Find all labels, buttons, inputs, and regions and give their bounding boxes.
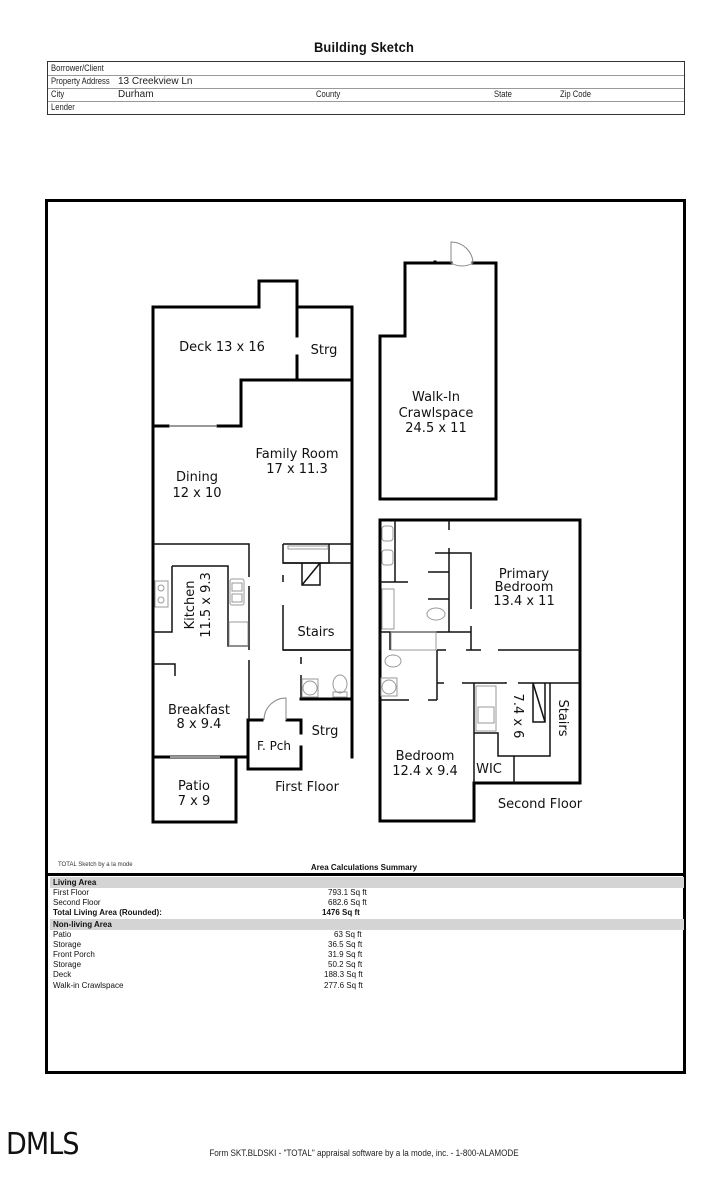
- area-summary-title: Area Calculations Summary: [310, 863, 418, 872]
- county-label: County: [316, 89, 341, 99]
- row-value: 36.5 Sq ft: [328, 939, 363, 949]
- table-row: Second Floor 682.6 Sq ft: [50, 898, 684, 908]
- crawlspace-dim: 24.5 x 11: [405, 421, 466, 436]
- total-label: Total Living Area (Rounded):: [53, 908, 162, 918]
- primary-bedroom-dim: 13.4 x 11: [493, 594, 554, 609]
- row-label: Patio: [53, 929, 72, 939]
- breakfast-dim: 8 x 9.4: [177, 717, 222, 732]
- crawlspace-name-2: Crawlspace: [399, 406, 474, 421]
- dining-dim: 12 x 10: [172, 486, 221, 501]
- kitchen-name: Kitchen: [183, 581, 198, 630]
- lender-label: Lender: [51, 102, 75, 112]
- table-row: Storage 36.5 Sq ft: [50, 940, 684, 950]
- total-value: 1476 Sq ft: [322, 908, 360, 918]
- table-row: Front Porch 31.9 Sq ft: [50, 950, 684, 960]
- borrower-label: Borrower/Client: [51, 63, 104, 73]
- row-label: Deck: [53, 970, 72, 980]
- crawlspace-name-1: Walk-In: [412, 390, 460, 405]
- family-room-dim: 17 x 11.3: [266, 462, 327, 477]
- area-summary-table: Living Area First Floor 793.1 Sq ft Seco…: [50, 877, 684, 991]
- row-value: 50.2 Sq ft: [328, 960, 363, 970]
- address-value: 13 Creekview Ln: [118, 76, 193, 87]
- stairs-second-label: Stairs: [555, 699, 570, 736]
- row-label: Walk-in Crawlspace: [53, 980, 124, 990]
- patio-name: Patio: [178, 779, 210, 794]
- deck-label: Deck 13 x 16: [179, 340, 265, 355]
- stairs-first-label: Stairs: [297, 625, 334, 640]
- zip-label: Zip Code: [560, 89, 592, 99]
- address-row: Property Address 13 Creekview Ln: [48, 75, 684, 89]
- front-porch-label: F. Pch: [257, 739, 291, 753]
- row-label: Storage: [53, 939, 82, 949]
- page-title: Building Sketch: [313, 39, 415, 55]
- first-floor-label: First Floor: [275, 780, 339, 795]
- row-value: 277.6 Sq ft: [324, 980, 363, 990]
- table-row: First Floor 793.1 Sq ft: [50, 888, 684, 898]
- kitchen-dim: 11.5 x 9.3: [199, 572, 214, 638]
- floor-plan-sketch: Deck 13 x 16 Strg Family Room 17 x 11.3 …: [151, 241, 583, 824]
- city-value: Durham: [118, 89, 154, 100]
- state-label: State: [494, 89, 512, 99]
- sketch-frame: [45, 199, 686, 1074]
- dmls-logo: DMLS: [6, 1127, 80, 1162]
- breakfast-name: Breakfast: [168, 703, 230, 718]
- bedroom-dim: 12.4 x 9.4: [392, 764, 458, 779]
- table-row: Patio 63 Sq ft: [50, 930, 684, 940]
- row-value: 31.9 Sq ft: [328, 949, 363, 959]
- nonliving-area-header: Non-living Area: [50, 918, 684, 930]
- property-info-table: Borrower/Client Property Address 13 Cree…: [47, 61, 685, 115]
- row-value: 682.6 Sq ft: [328, 898, 367, 908]
- city-label: City: [51, 89, 65, 99]
- family-room-name: Family Room: [256, 447, 339, 462]
- living-area-header: Living Area: [50, 877, 684, 888]
- dining-name: Dining: [176, 470, 218, 485]
- total-row: Total Living Area (Rounded): 1476 Sq ft: [50, 908, 684, 918]
- row-value: 63 Sq ft: [334, 929, 362, 939]
- footer-text: Form SKT.BLDSKI - "TOTAL" appraisal soft…: [209, 1148, 519, 1158]
- hall-dim: 7.4 x 6: [510, 694, 525, 739]
- area-divider: [46, 873, 685, 876]
- row-value: 793.1 Sq ft: [328, 888, 367, 897]
- wic-label: WIC: [476, 762, 502, 777]
- table-row: Walk-in Crawlspace 277.6 Sq ft: [50, 981, 684, 991]
- table-row: Storage 50.2 Sq ft: [50, 960, 684, 970]
- primary-bedroom-name-1: Primary: [499, 567, 550, 582]
- table-row: Deck 188.3 Sq ft: [50, 970, 684, 980]
- row-label: First Floor: [53, 888, 89, 897]
- sketch-credit: TOTAL Sketch by a la mode: [58, 862, 133, 868]
- borrower-row: Borrower/Client: [48, 62, 684, 76]
- lender-row: Lender: [48, 101, 684, 114]
- row-label: Storage: [53, 960, 82, 970]
- bedroom-name: Bedroom: [396, 749, 455, 764]
- city-row: City Durham County State Zip Code: [48, 88, 684, 102]
- row-label: Second Floor: [53, 898, 101, 908]
- patio-dim: 7 x 9: [178, 794, 211, 809]
- storage-bottom-label: Strg: [312, 724, 339, 739]
- storage-top-label: Strg: [311, 343, 338, 358]
- primary-bedroom-name-2: Bedroom: [495, 580, 554, 595]
- second-floor-label: Second Floor: [498, 797, 583, 812]
- row-value: 188.3 Sq ft: [324, 970, 363, 980]
- address-label: Property Address: [51, 76, 110, 86]
- row-label: Front Porch: [53, 949, 95, 959]
